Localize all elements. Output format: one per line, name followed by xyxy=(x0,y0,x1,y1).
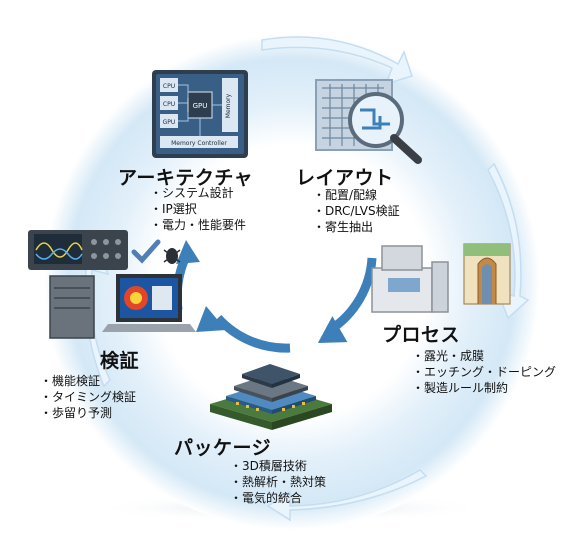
inner-arrowhead-bottom xyxy=(196,306,226,332)
outer-arrow-bottom xyxy=(266,469,428,522)
list-item: エッチング・ドーピング xyxy=(412,364,556,380)
list-item: 歩留り予測 xyxy=(40,405,136,421)
stage-title-architecture: アーキテクチャ xyxy=(118,167,254,189)
list-item: IP選択 xyxy=(150,201,246,217)
gpu-label-1: GPU xyxy=(163,119,176,126)
list-item: 熱解析・熱対策 xyxy=(230,474,326,490)
stacked-package-icon xyxy=(210,364,332,430)
package-illustration xyxy=(206,352,336,432)
stage-title-process: プロセス xyxy=(382,324,461,346)
list-item: 製造ルール制約 xyxy=(412,380,556,396)
list-item: 電気的統合 xyxy=(230,490,326,506)
layout-illustration xyxy=(310,74,430,166)
inner-arrow-right xyxy=(327,257,377,334)
list-item: 機能検証 xyxy=(40,373,136,389)
outer-arrow-right xyxy=(487,162,530,320)
list-item: 3D積層技術 xyxy=(230,458,326,474)
inner-arrowhead-right xyxy=(317,316,348,343)
stage-list-architecture: システム設計 IP選択 電力・性能要件 xyxy=(150,185,246,233)
list-item: システム設計 xyxy=(150,185,246,201)
gpu-label-2: GPU xyxy=(193,102,208,110)
list-item: DRC/LVS検証 xyxy=(313,203,400,219)
stage-list-process: 露光・成膜 エッチング・ドーピング 製造ルール制約 xyxy=(412,348,556,396)
list-item: 寄生抽出 xyxy=(313,219,400,235)
soc-block-diagram-icon: CPU CPU GPU GPU Memory Memory Controller xyxy=(152,70,248,158)
process-illustration xyxy=(368,234,518,318)
fab-equipment-icon xyxy=(371,243,511,313)
list-item: 配置/配線 xyxy=(313,187,400,203)
cpu-label-2: CPU xyxy=(163,101,175,108)
list-item: 露光・成膜 xyxy=(412,348,556,364)
stage-list-verification: 機能検証 タイミング検証 歩留り予測 xyxy=(40,373,136,421)
verification-illustration xyxy=(20,228,200,340)
architecture-illustration: CPU CPU GPU GPU Memory Memory Controller xyxy=(150,68,250,160)
list-item: 電力・性能要件 xyxy=(150,217,246,233)
verification-workstation-icon xyxy=(28,230,196,339)
list-item: タイミング検証 xyxy=(40,389,136,405)
outer-arrow-top xyxy=(261,36,413,86)
inner-arrow-bottom xyxy=(214,314,291,353)
cpu-label-1: CPU xyxy=(163,83,175,90)
stage-title-verification: 検証 xyxy=(100,350,140,372)
stage-title-layout: レイアウト xyxy=(296,167,394,189)
stage-list-layout: 配置/配線 DRC/LVS検証 寄生抽出 xyxy=(313,187,400,235)
memory-label: Memory xyxy=(225,93,232,118)
stage-list-package: 3D積層技術 熱解析・熱対策 電気的統合 xyxy=(230,458,326,506)
memory-controller-label: Memory Controller xyxy=(171,140,227,147)
magnifier-layout-icon xyxy=(315,79,422,164)
stage-title-package: パッケージ xyxy=(174,437,272,459)
